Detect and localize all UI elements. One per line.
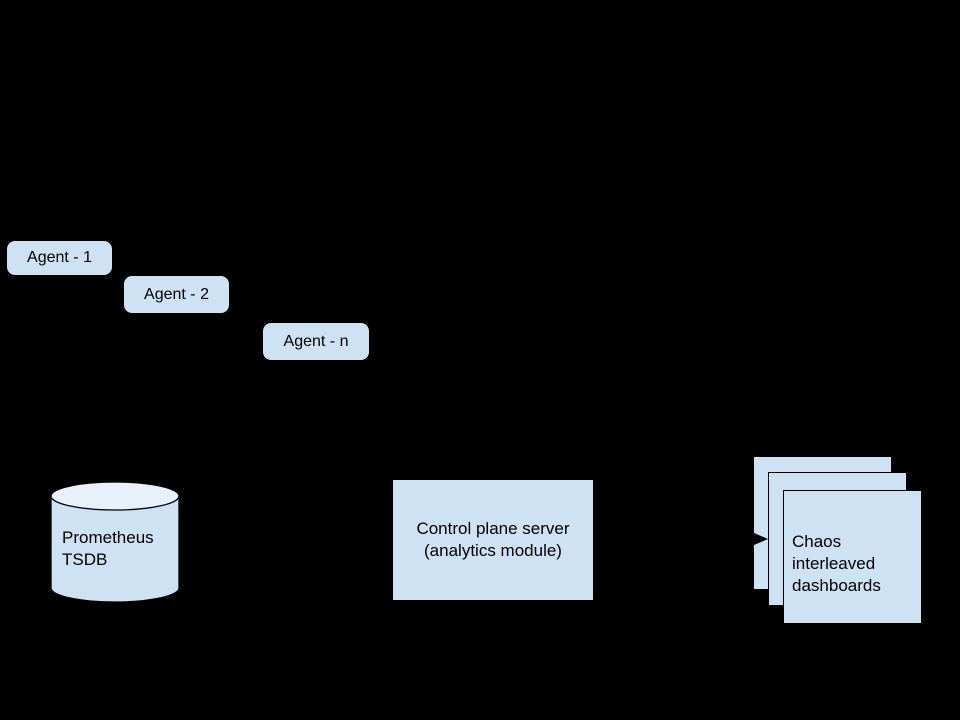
prometheus-tsdb-label-line2: TSDB [62,550,108,569]
agent-1-label: Agent - 1 [27,249,92,266]
database-cylinder-icon [50,481,180,603]
control-plane-label-line2: (analytics module) [424,541,562,560]
dashboards-label-line2: interleaved [792,554,876,573]
control-plane-server-node: Control plane server (analytics module) [393,480,593,600]
agent-n-label: Agent - n [283,332,349,350]
agent-1-node: Agent - 1 [7,241,112,275]
agent-2-node: Agent - 2 [124,276,229,313]
prometheus-tsdb-label: Prometheus TSDB [62,527,154,571]
dashboards-label-line3: dashboards [792,576,881,595]
dashboard-card-front: Chaos interleaved dashboards [783,490,922,624]
dashboards-label-line1: Chaos [792,532,842,551]
agent-2-label: Agent - 2 [144,285,209,303]
prometheus-tsdb-label-line1: Prometheus [62,528,154,547]
prometheus-tsdb-node: Prometheus TSDB [50,480,180,604]
control-plane-label-line1: Control plane server [416,519,570,538]
agent-n-node: Agent - n [263,323,369,360]
